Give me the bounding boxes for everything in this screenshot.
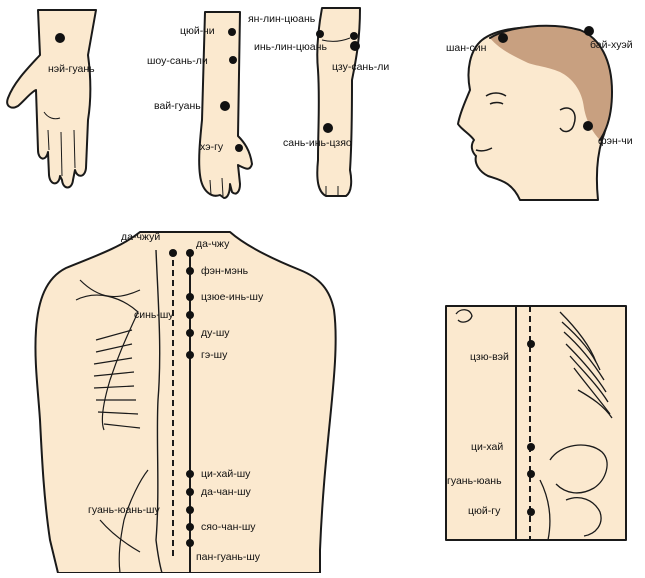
label-qi-hai-shu: ци-хай-шу xyxy=(201,468,251,480)
point-bai-hui xyxy=(584,26,594,36)
label-nei-guan: нэй-гуань xyxy=(48,63,95,75)
back-meridian-lines xyxy=(172,250,191,573)
point-shou-san-li xyxy=(229,56,237,64)
leg-illustration xyxy=(316,7,361,197)
label-xin-shu: синь-шу xyxy=(134,309,174,321)
point-zhong-wan xyxy=(527,340,535,348)
point-da-zhu xyxy=(186,249,194,257)
torso-meridian-lines xyxy=(515,306,531,540)
label-xiao-chang-shu: сяо-чан-шу xyxy=(201,521,256,533)
torso-skeleton xyxy=(455,309,613,541)
label-san-yin-jiao: сань-инь-цзяо xyxy=(283,137,352,149)
point-san-yin-jiao xyxy=(323,123,333,133)
label-zu-san-li: цзу-сань-ли xyxy=(332,61,390,73)
point-da-chang-shu xyxy=(186,488,194,496)
label-pang-guang-shu: пан-гуань-шу xyxy=(196,551,261,563)
label-da-zhu: да-чжу xyxy=(196,238,230,250)
head-illustration xyxy=(457,24,613,201)
point-qi-hai xyxy=(527,443,535,451)
label-da-chang-shu: да-чан-шу xyxy=(201,486,251,498)
label-qi-hai: ци-хай xyxy=(471,441,504,453)
label-wai-guan: вай-гуань xyxy=(154,100,201,112)
torso-illustration xyxy=(445,305,627,541)
point-xiao-chang-shu xyxy=(186,523,194,531)
forearm-details xyxy=(209,177,224,197)
label-yang-ling-quan: ян-лин-цюань xyxy=(248,13,316,25)
point-feng-chi xyxy=(583,121,593,131)
point-wai-guan xyxy=(220,101,230,111)
point-da-zhui xyxy=(169,249,177,257)
label-shang-xing: шан-син xyxy=(446,42,487,54)
label-du-shu: ду-шу xyxy=(201,327,230,339)
label-da-zhui: да-чжуй xyxy=(121,231,161,243)
label-ge-shu: гэ-шу xyxy=(201,349,228,361)
point-shang-xing xyxy=(498,33,508,43)
label-yin-ling-quan: инь-лин-цюань xyxy=(254,41,327,53)
leg-details xyxy=(321,37,351,196)
label-qu-gu: цюй-гу xyxy=(468,505,501,517)
point-du-shu xyxy=(186,329,194,337)
point-xin-shu xyxy=(186,311,194,319)
point-feng-men xyxy=(186,267,194,275)
hand-details xyxy=(43,111,76,177)
label-feng-chi: фэн-чи xyxy=(598,135,633,147)
label-shou-san-li: шоу-сань-ли xyxy=(147,55,208,67)
point-ge-shu xyxy=(186,351,194,359)
point-guan-yuan xyxy=(527,470,535,478)
label-zhong-wan: цзю-вэй xyxy=(470,351,509,363)
point-qi-hai-shu xyxy=(186,470,194,478)
label-chi-tse-left: цюй-чи xyxy=(180,25,215,37)
point-yin-ling-quan xyxy=(350,32,358,40)
point-jue-yin-shu xyxy=(186,293,194,301)
point-guan-yuan-shu xyxy=(186,506,194,514)
point-chi-tse-left xyxy=(228,28,236,36)
point-zu-san-li xyxy=(350,41,360,51)
back-illustration xyxy=(34,231,337,574)
head-details xyxy=(475,92,576,152)
label-guan-yuan-shu: гуань-юань-шу xyxy=(88,504,160,516)
point-pang-guang-shu xyxy=(186,539,194,547)
label-guan-yuan: гуань-юань xyxy=(447,475,502,487)
point-he-gu xyxy=(235,144,243,152)
acupoints xyxy=(55,26,594,547)
hand-illustration xyxy=(6,9,97,189)
label-he-gu: хэ-гу xyxy=(200,141,224,153)
back-skeleton xyxy=(75,249,163,574)
label-bai-hui: бай-хуэй xyxy=(590,39,633,51)
label-feng-men: фэн-мэнь xyxy=(201,265,249,277)
point-nei-guan xyxy=(55,33,65,43)
point-yang-ling-quan xyxy=(316,30,324,38)
label-jue-yin-shu: цзюе-инь-шу xyxy=(201,291,264,303)
point-qu-gu xyxy=(527,508,535,516)
